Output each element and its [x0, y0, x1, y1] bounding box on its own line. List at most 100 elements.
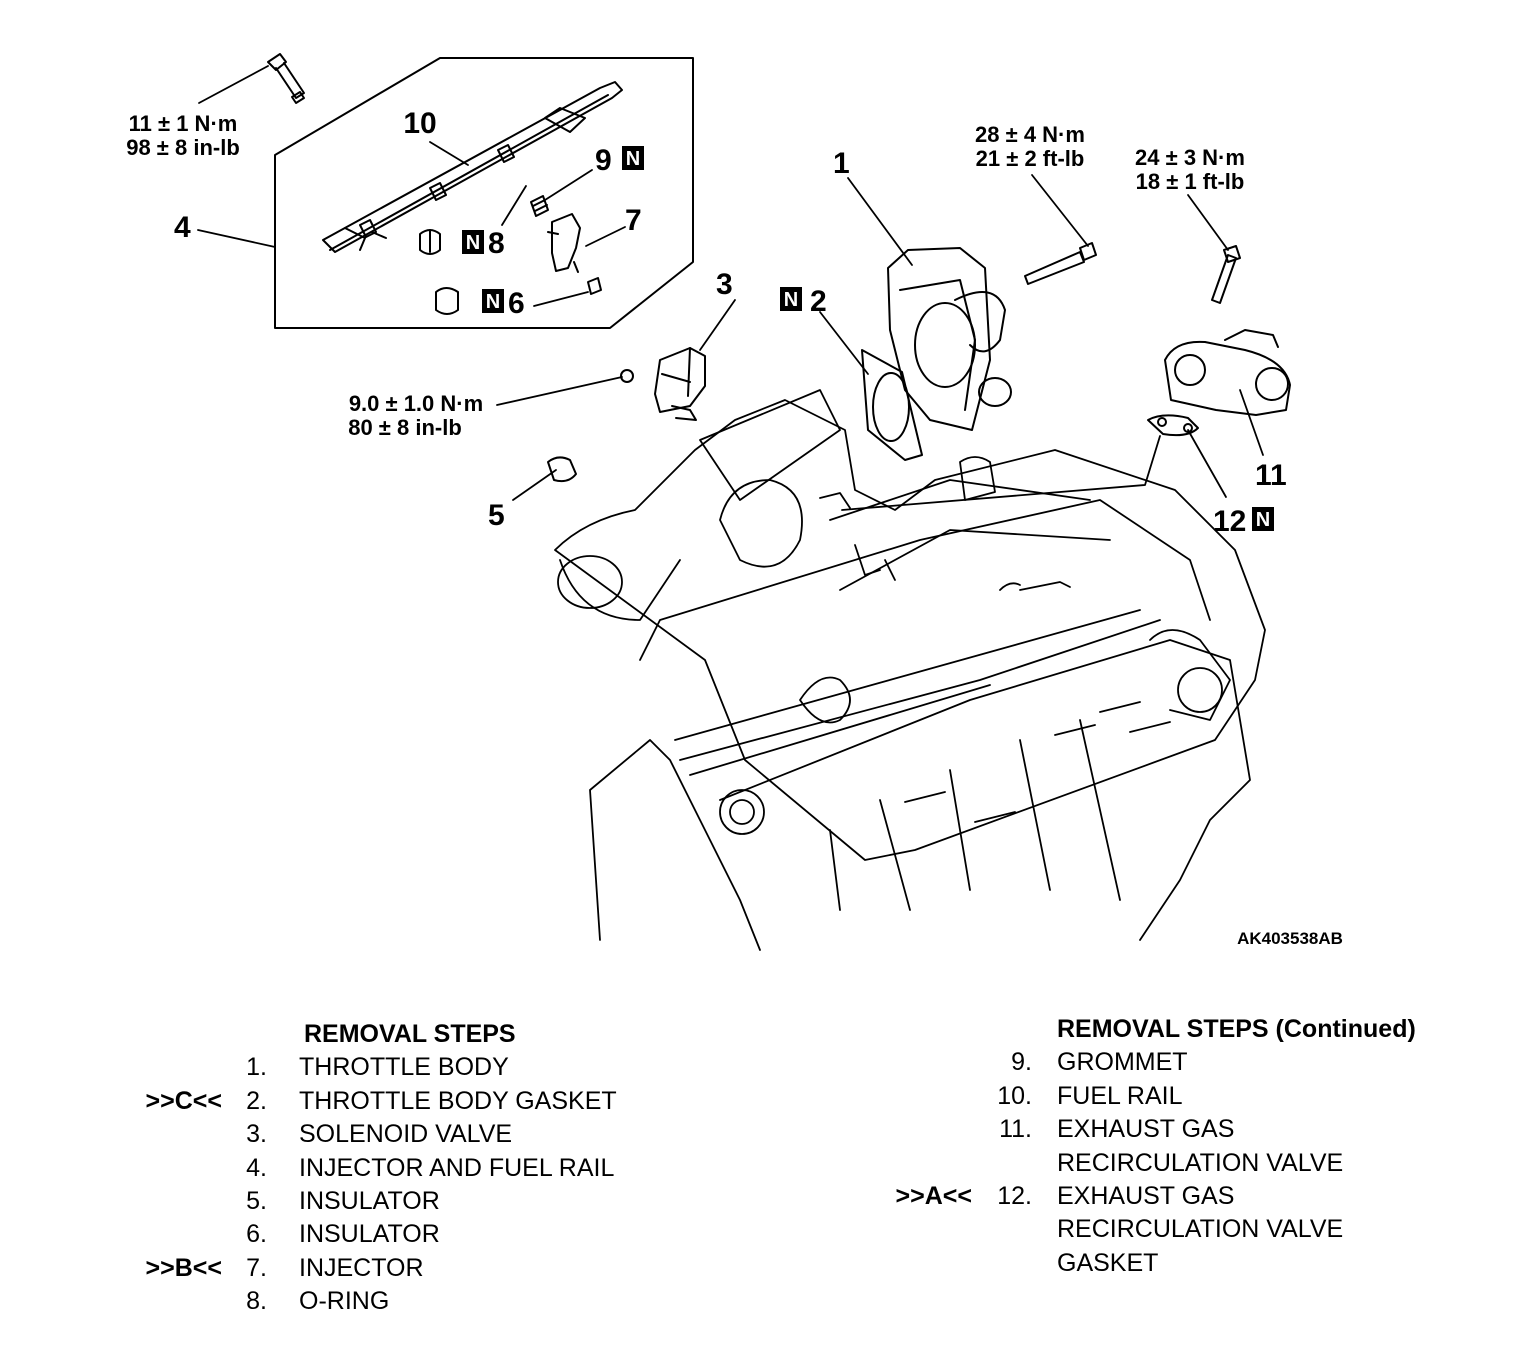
step-mark	[130, 1185, 222, 1218]
throttle-bolt-part	[1024, 242, 1097, 285]
step-number	[972, 1247, 1057, 1280]
step-row: 6.INSULATOR	[130, 1218, 617, 1251]
step-number: 1.	[246, 1053, 267, 1082]
step-mark	[880, 1113, 972, 1146]
torque-solenoid-bolt: 9.0 ± 1.0 N·m 80 ± 8 in-lb	[348, 391, 483, 440]
svg-text:N: N	[626, 148, 640, 170]
callout-6: 6	[508, 287, 525, 320]
egr-valve-part	[1164, 329, 1291, 416]
step-row: >>B<< 7. INJECTOR	[130, 1252, 617, 1285]
step-row: >>A<<12.EXHAUST GAS	[880, 1180, 1416, 1213]
callout-1: 1	[833, 147, 850, 180]
step-text: SOLENOID VALVE	[299, 1120, 513, 1149]
injector-part	[547, 213, 581, 273]
svg-text:21 ± 2 ft-lb: 21 ± 2 ft-lb	[976, 146, 1085, 171]
o-ring-part	[419, 229, 441, 255]
step-row: GASKET	[880, 1247, 1416, 1280]
step-mark	[880, 1147, 972, 1180]
removal-steps-list: REMOVAL STEPS 1.THROTTLE BODY>>C<<2.THRO…	[130, 1018, 617, 1319]
step-row: 8. O-RING	[130, 1285, 617, 1318]
svg-text:N: N	[1256, 509, 1270, 531]
callout-3: 3	[716, 268, 733, 301]
step-text: INJECTOR AND FUEL RAIL	[299, 1153, 615, 1182]
step-row: 4. INJECTOR AND FUEL RAIL	[130, 1152, 617, 1185]
egr-bolt-part	[1211, 245, 1241, 304]
step-text: GROMMET	[1057, 1048, 1188, 1077]
step-row: 3. SOLENOID VALVE	[130, 1118, 617, 1151]
step-mark	[880, 1080, 972, 1113]
svg-text:24 ± 3 N·m: 24 ± 3 N·m	[1135, 145, 1245, 170]
step-number: 3.	[246, 1120, 267, 1149]
step-number: 11.	[999, 1115, 1032, 1144]
step-text: O-RING	[299, 1287, 390, 1316]
step-text: EXHAUST GAS	[1057, 1181, 1235, 1210]
svg-text:N: N	[486, 291, 500, 313]
step-mark: >>B<<	[145, 1253, 222, 1282]
step-mark	[130, 1285, 222, 1318]
step-number: 8.	[246, 1287, 267, 1316]
callout-10: 10	[403, 107, 436, 140]
exploded-view-diagram: 10 9 4 7 8 6 3 2 1 5 11 12 N N N N N 11 …	[126, 53, 1343, 951]
throttle-body-gasket-part	[861, 349, 923, 461]
leader-lines	[197, 65, 1264, 511]
step-row: 9. GROMMET	[880, 1046, 1416, 1079]
step-number: 7.	[246, 1253, 267, 1282]
step-number	[972, 1213, 1057, 1246]
callout-8: 8	[488, 227, 505, 260]
new-part-mark-9: N	[622, 146, 644, 170]
svg-text:9.0 ± 1.0 N·m: 9.0 ± 1.0 N·m	[349, 391, 483, 416]
step-text: RECIRCULATION VALVE	[1057, 1215, 1344, 1244]
step-number: 12.	[997, 1181, 1032, 1210]
step-mark	[880, 1247, 972, 1280]
step-number: 4.	[246, 1153, 267, 1182]
callout-2: 2	[810, 285, 827, 318]
step-text: THROTTLE BODY GASKET	[299, 1086, 617, 1115]
fuel-rail-subassembly-frame	[274, 57, 694, 329]
step-number: 5.	[246, 1186, 267, 1215]
removal-steps-title: REMOVAL STEPS	[304, 1020, 516, 1048]
callout-9: 9	[595, 144, 612, 177]
step-mark	[130, 1051, 222, 1084]
step-mark	[130, 1218, 222, 1251]
step-mark	[880, 1046, 972, 1079]
svg-text:18 ± 1 ft-lb: 18 ± 1 ft-lb	[1136, 169, 1245, 194]
svg-text:11 ± 1 N·m: 11 ± 1 N·m	[129, 111, 238, 136]
insulator-6-part	[435, 277, 602, 315]
step-text: INSULATOR	[299, 1220, 440, 1249]
step-number	[972, 1147, 1057, 1180]
svg-text:28 ± 4 N·m: 28 ± 4 N·m	[975, 122, 1085, 147]
step-row: 5. INSULATOR	[130, 1185, 617, 1218]
fuel-rail-part	[322, 81, 623, 253]
grommet-part	[530, 195, 549, 217]
step-row: RECIRCULATION VALVE	[880, 1147, 1416, 1180]
callout-4: 4	[174, 211, 191, 244]
callout-5: 5	[488, 499, 505, 532]
svg-text:N: N	[784, 289, 798, 311]
step-text: INSULATOR	[299, 1186, 440, 1215]
step-mark	[130, 1152, 222, 1185]
step-number: 10.	[997, 1081, 1032, 1110]
step-text: INJECTOR	[299, 1253, 424, 1282]
throttle-body-part	[887, 247, 1012, 431]
step-row: RECIRCULATION VALVE	[880, 1213, 1416, 1246]
step-row: >>C<<2.THROTTLE BODY GASKET	[130, 1085, 617, 1118]
step-mark	[880, 1213, 972, 1246]
new-part-mark-8: N	[462, 230, 484, 254]
svg-text:80 ± 8 in-lb: 80 ± 8 in-lb	[348, 415, 462, 440]
svg-text:N: N	[466, 232, 480, 254]
new-part-mark-6: N	[482, 289, 504, 313]
solenoid-valve-part	[620, 347, 706, 421]
svg-text:98 ± 8 in-lb: 98 ± 8 in-lb	[126, 135, 240, 160]
new-part-mark-2: N	[780, 287, 802, 311]
step-text: RECIRCULATION VALVE	[1057, 1148, 1344, 1177]
step-text: FUEL RAIL	[1057, 1081, 1183, 1110]
step-row: 1.THROTTLE BODY	[130, 1051, 617, 1084]
step-number: 9.	[1011, 1048, 1032, 1077]
torque-rail-bolt: 11 ± 1 N·m 98 ± 8 in-lb	[126, 111, 240, 160]
rail-bolt-part	[267, 53, 305, 104]
step-number: 2.	[246, 1086, 267, 1115]
torque-throttle-bolt: 28 ± 4 N·m 21 ± 2 ft-lb	[975, 122, 1085, 171]
step-text: EXHAUST GAS	[1057, 1115, 1235, 1144]
step-text: GASKET	[1057, 1248, 1159, 1277]
